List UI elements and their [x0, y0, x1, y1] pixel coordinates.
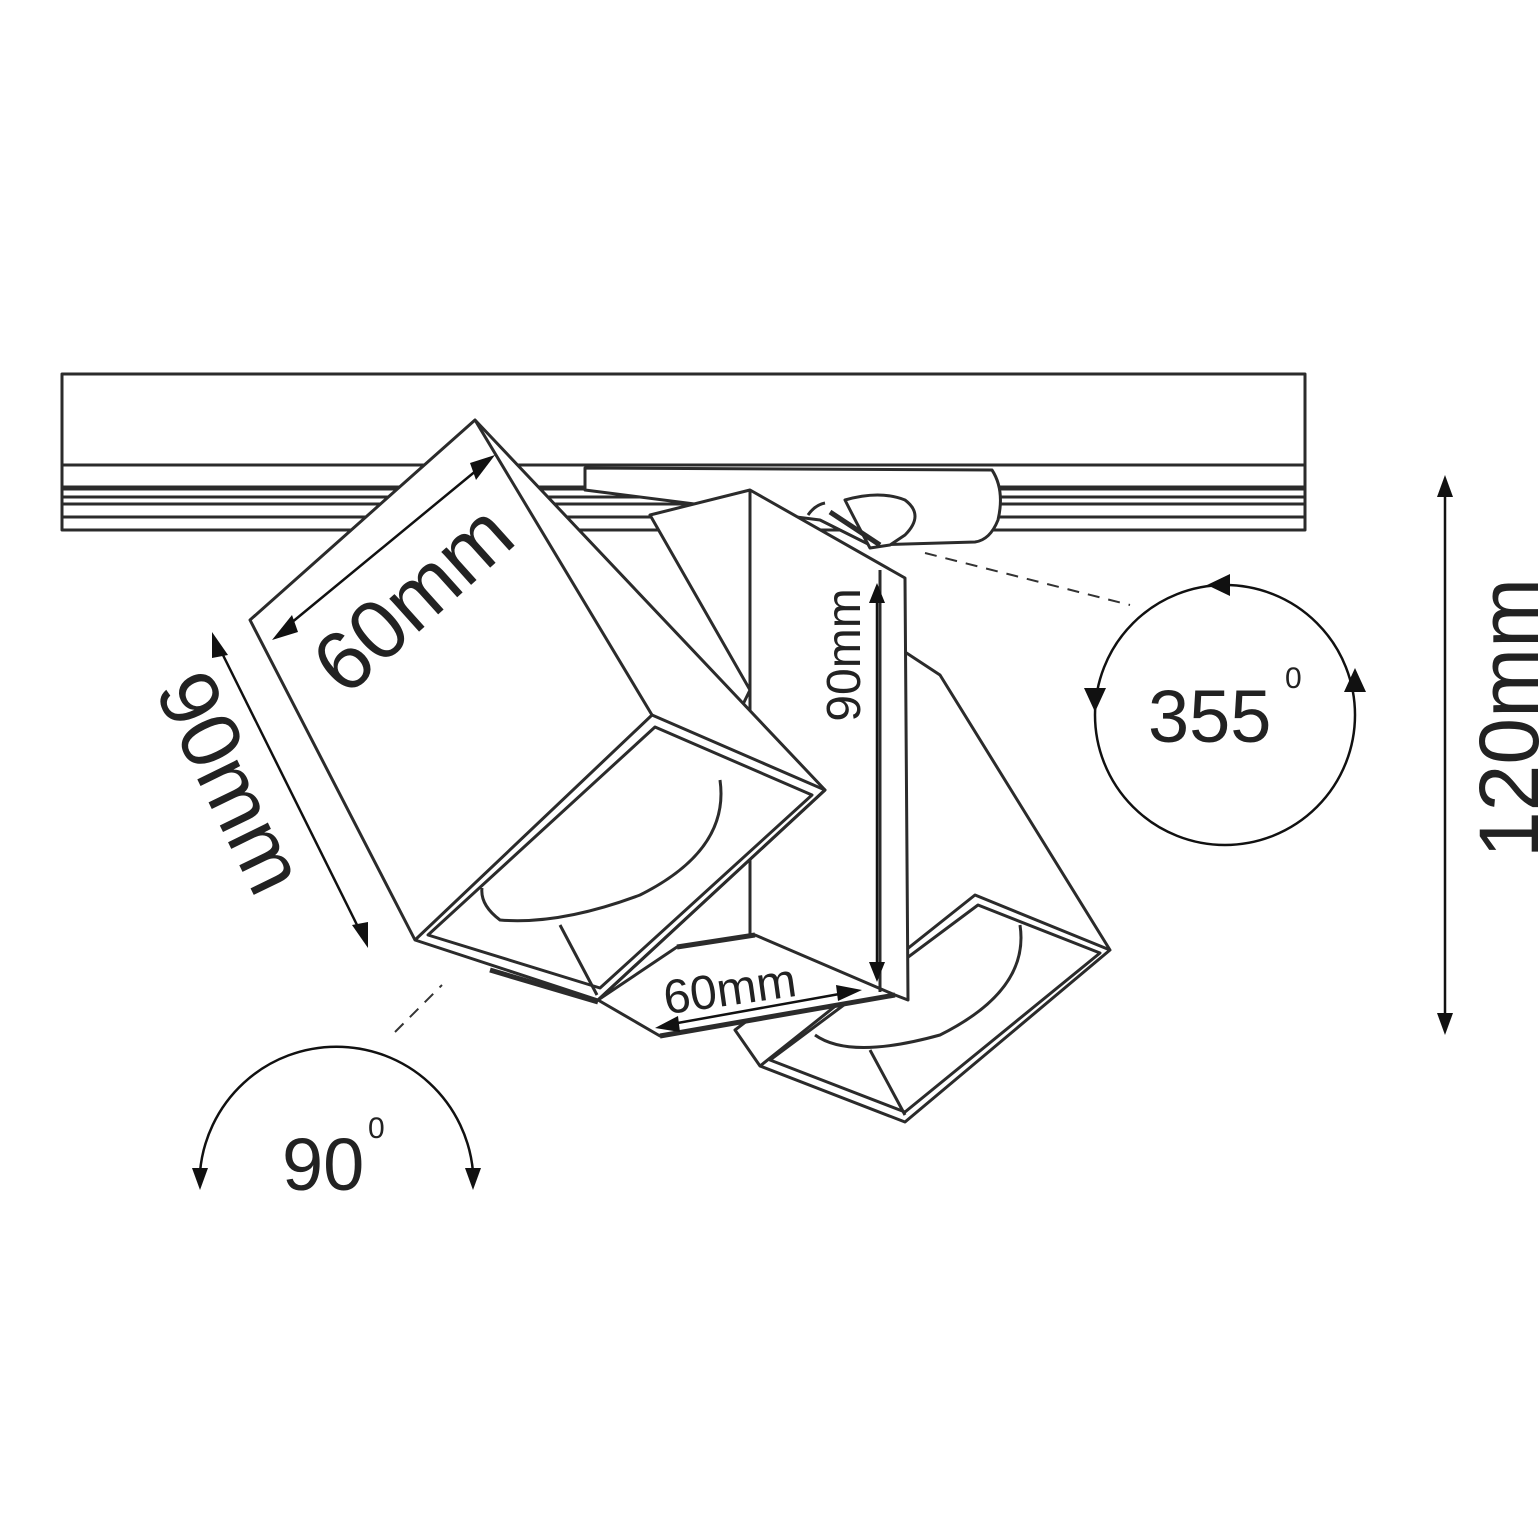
tilt-90-unit: 0 — [368, 1112, 385, 1145]
rotation-355-value: 355 — [1148, 675, 1271, 758]
track-adapter — [583, 466, 1002, 550]
tilt-90-value: 90 — [282, 1123, 364, 1206]
rotation-355-indicator: 355 0 — [924, 552, 1366, 847]
tilt-90-indicator: 90 0 — [192, 984, 481, 1206]
front-head — [248, 418, 827, 1005]
dim-total-height: 120mm — [1437, 475, 1540, 1035]
rotation-355-unit: 0 — [1285, 662, 1302, 695]
dim-label-length-middle: 90mm — [818, 588, 871, 721]
dim-label-total-height: 120mm — [1462, 578, 1540, 858]
dim-head-length-middle: 90mm — [818, 583, 885, 982]
